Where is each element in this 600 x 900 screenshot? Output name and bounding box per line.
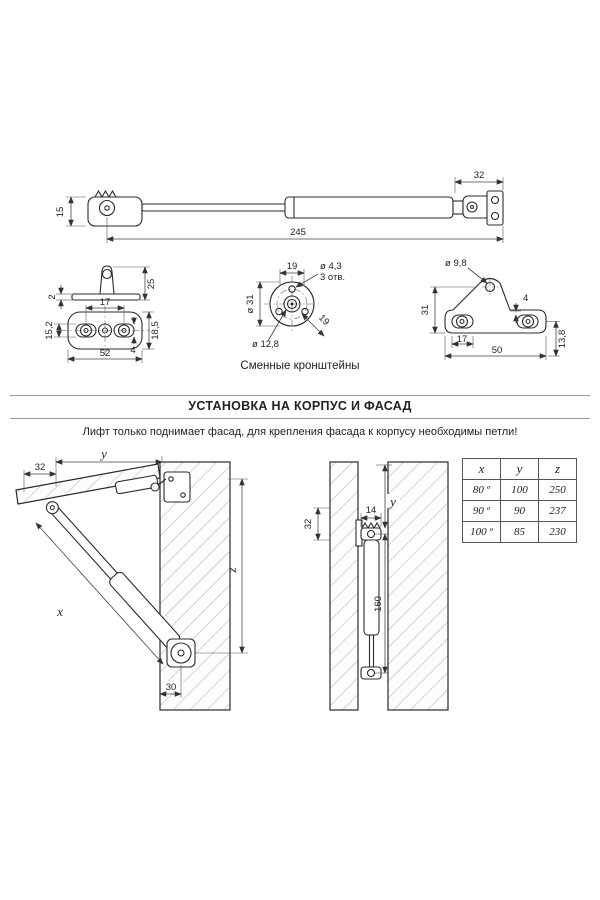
dim-open-y: y [99,446,107,461]
dim-angle-slot: 4 [130,345,135,356]
dim-plate-length: 50 [492,345,503,356]
dim-strut-height: 15 [55,207,66,218]
installation-note: Лифт только поднимает фасад, для креплен… [82,426,518,438]
spec-cell: 90 º [462,500,501,522]
cabinet-side-panel [159,461,231,711]
bracket-plate-drawing: ø 9,8 31 4 17 50 13,8 [420,258,568,360]
angle-spec-table: x y z 80 º 100 250 90 º 90 237 100 º 85 … [462,458,577,543]
gas-strut-drawing: 32 15 245 [55,170,504,243]
dim-round-holes-count: 3 отв. [320,272,345,283]
dim-plate-height: 31 [420,305,431,316]
dim-closed-offset: 32 [303,519,314,530]
dim-round-holes-dia: ø 4,3 [320,261,342,272]
dim-open-bottom: 30 [166,682,177,693]
spec-cell: 85 [500,521,539,543]
spec-cell: 230 [538,521,577,543]
open-cabinet-diagram: 32 y x z 30 [15,446,248,711]
section-title: УСТАНОВКА НА КОРПУС И ФАСАД [188,399,412,413]
bracket-round-drawing: 19 ø 4,3 3 отв. ø 31 ø 12,8 19 [245,261,345,350]
dim-open-z: z [224,567,239,573]
strut-cylinder [284,196,454,219]
dim-closed-gap: 14 [366,505,377,516]
spec-header-z: z [538,458,577,480]
strut-clevis [87,196,143,227]
dim-angle-right: 18,5 [150,321,161,340]
strut-rod [141,203,288,212]
dim-round-outer: ø 31 [245,294,256,313]
spec-cell: 80 º [462,479,501,501]
spec-header-y: y [500,458,539,480]
dim-plate-hole: ø 9,8 [445,258,467,269]
facade-open [15,463,161,505]
dim-open-x: x [56,604,63,619]
spec-row: 100 º 85 230 [462,521,577,543]
strut-cylinder-closed [363,539,380,636]
facade-bracket [114,474,159,495]
dim-angle-spacing: 17 [100,297,111,308]
dim-round-top: 19 [287,261,298,272]
spec-cell: 90 [500,500,539,522]
dim-open-offset: 32 [35,462,46,473]
dim-round-hub: ø 12,8 [252,339,279,350]
dim-plate-slotlen: 17 [457,334,468,345]
spec-cell: 250 [538,479,577,501]
spec-header-row: x y z [462,458,577,480]
divider-bottom [10,418,590,419]
dim-round-diag: 19 [316,313,331,328]
bracket-angle-drawing: 2 25 17 15,2 18,5 4 [44,265,161,363]
spec-header-x: x [462,458,501,480]
dim-strut-length: 245 [290,227,306,238]
spec-cell: 100 [500,479,539,501]
dim-angle-height: 25 [146,279,157,290]
spec-cell: 237 [538,500,577,522]
closed-cabinet-diagram: 14 32 160 y [303,461,449,711]
dim-angle-length: 52 [100,348,111,359]
dim-closed-length: 160 [373,596,384,612]
dim-angle-thickness: 2 [47,294,58,299]
facade-closed-panel [329,461,359,711]
dim-plate-right: 13,8 [557,330,568,349]
brackets-caption: Сменные кронштейны [240,360,360,372]
lift-body-plate [163,471,191,503]
spec-cell: 100 º [462,521,501,543]
dim-angle-left: 15,2 [44,321,55,340]
spec-row: 80 º 100 250 [462,479,577,501]
dim-closed-y: y [388,494,396,509]
spec-row: 90 º 90 237 [462,500,577,522]
dim-strut-width: 32 [474,170,485,181]
dim-plate-slot: 4 [523,293,528,304]
divider-top [10,395,590,396]
